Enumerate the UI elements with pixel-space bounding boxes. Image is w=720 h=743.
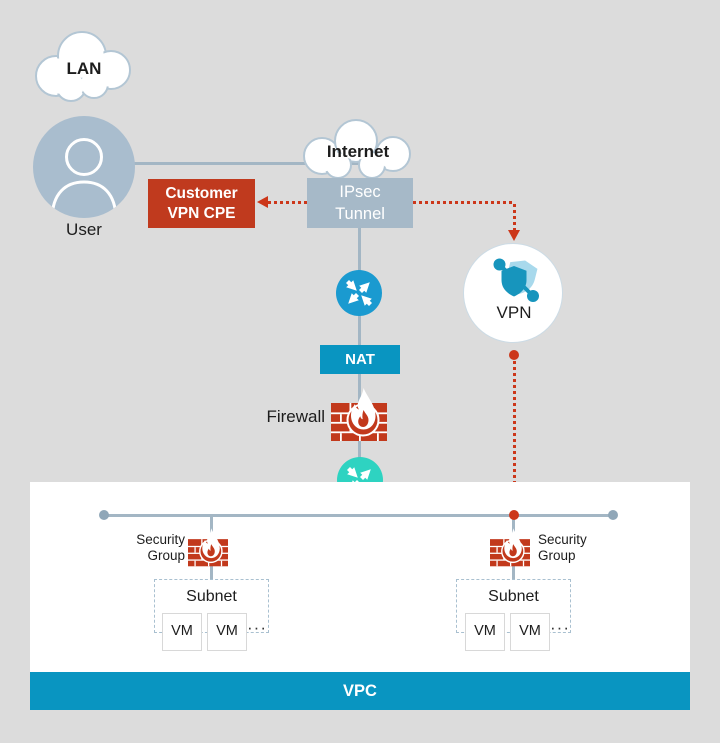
user-label: User [66, 220, 102, 239]
ipsec-tunnel-label-line1: IPsec [339, 183, 381, 201]
ipsec-to-vpn-dashed-line-horizontal [413, 200, 514, 204]
branch-endpoint-right [608, 510, 618, 520]
ipsec-to-vpn-arrowhead-icon [508, 230, 520, 241]
security-group-left-line1: Security [136, 532, 185, 547]
vpn-dotted-end-dot [509, 510, 519, 520]
lan-label: LAN [66, 59, 102, 78]
user-internet-connector [133, 162, 359, 165]
internet-label: Internet [326, 142, 390, 161]
vpn-dotted-start-dot [509, 350, 519, 360]
customer-vpn-cpe-box: Customer VPN CPE [148, 179, 255, 228]
vm-box-left-1: VM [162, 613, 202, 651]
vpn-to-vpc-dotted-line [512, 361, 516, 510]
vpn-shield-icon [493, 258, 539, 302]
vpn-gateway-node: VPN [463, 243, 563, 343]
security-group-left-label: Security Group [92, 532, 185, 564]
security-group-right-line2: Group [538, 548, 576, 563]
ipsec-tunnel-label-line2: Tunnel [335, 205, 385, 223]
firewall-label: Firewall [266, 407, 325, 426]
vm-box-right-2: VM [510, 613, 550, 651]
security-group-left-firewall-icon [188, 528, 228, 567]
ipsec-to-cpe-arrowhead-icon [257, 196, 268, 208]
vpn-label: VPN [496, 303, 532, 322]
security-group-right-line1: Security [538, 532, 587, 547]
lan-cloud-icon [35, 31, 131, 102]
user-avatar [33, 116, 135, 218]
person-icon [50, 138, 118, 218]
security-group-right-firewall-icon [490, 528, 530, 567]
subnet-left-label: Subnet [186, 588, 237, 605]
security-group-left-line2: Group [147, 548, 185, 563]
ipsec-to-vpn-dashed-line-vertical [512, 204, 516, 230]
vpc-branch-connector [104, 513, 613, 517]
vpc-bar: VPC [30, 672, 690, 710]
ipsec-tunnel-box: IPsec Tunnel [307, 178, 413, 228]
nat-box: NAT [320, 345, 400, 374]
router-icon-top [336, 270, 382, 316]
vm-more-left: ··· [247, 618, 267, 637]
ipsec-to-cpe-dashed-line [268, 200, 307, 204]
branch-endpoint-left [99, 510, 109, 520]
cpe-label-line1: Customer [165, 184, 238, 202]
vm-box-right-1: VM [465, 613, 505, 651]
vm-box-left-2: VM [207, 613, 247, 651]
subnet-right-label: Subnet [488, 588, 539, 605]
firewall-icon [331, 388, 387, 441]
cpe-label-line2: VPN CPE [167, 204, 236, 222]
security-group-right-label: Security Group [538, 532, 631, 564]
vm-more-right: ··· [550, 618, 570, 637]
